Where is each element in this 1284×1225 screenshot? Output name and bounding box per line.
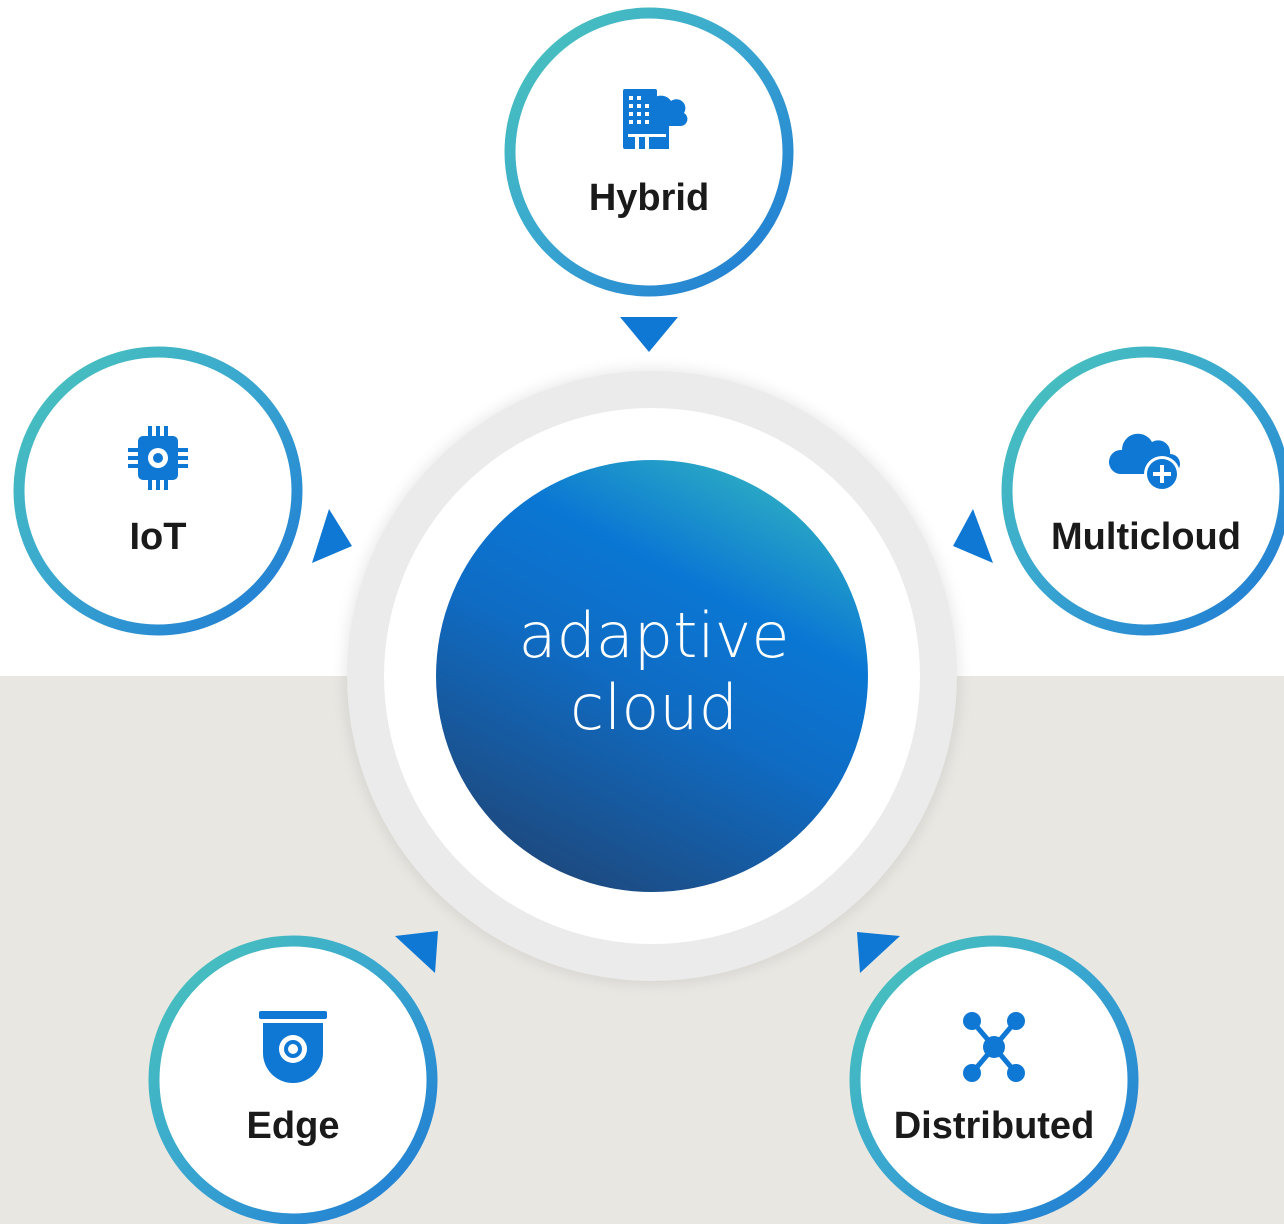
node-iot: IoT <box>13 346 303 636</box>
center-title: adaptive cloud <box>437 600 871 744</box>
node-label-multicloud: Multicloud <box>1051 516 1241 558</box>
network-icon <box>963 1012 1025 1082</box>
node-edge: Edge <box>148 935 438 1225</box>
center-circle <box>436 460 868 892</box>
node-label-iot: IoT <box>129 516 187 558</box>
node-distributed: Distributed <box>849 935 1139 1225</box>
center-title-line2: cloud <box>570 671 738 744</box>
arrow-from-iot <box>312 509 352 563</box>
arrow-from-distributed <box>857 932 900 973</box>
cloud-add-icon <box>1108 433 1180 492</box>
arrow-from-hybrid <box>620 317 678 352</box>
node-label-hybrid: Hybrid <box>588 177 710 219</box>
ring-distributed <box>849 935 1139 1224</box>
ring-hybrid <box>504 7 794 297</box>
node-hybrid: Hybrid <box>504 7 794 297</box>
center-title-line1: adaptive <box>518 599 790 672</box>
building-cloud-icon <box>623 89 688 149</box>
ring-iot <box>13 346 303 636</box>
ring-multicloud <box>1001 346 1284 636</box>
node-multicloud: Multicloud <box>1001 346 1284 636</box>
chip-icon <box>128 426 188 490</box>
arrow-from-multicloud <box>953 509 993 563</box>
arrow-from-edge <box>395 931 438 973</box>
node-label-distributed: Distributed <box>893 1105 1095 1147</box>
camera-dome-icon <box>259 1011 327 1083</box>
node-label-edge: Edge <box>246 1105 340 1147</box>
